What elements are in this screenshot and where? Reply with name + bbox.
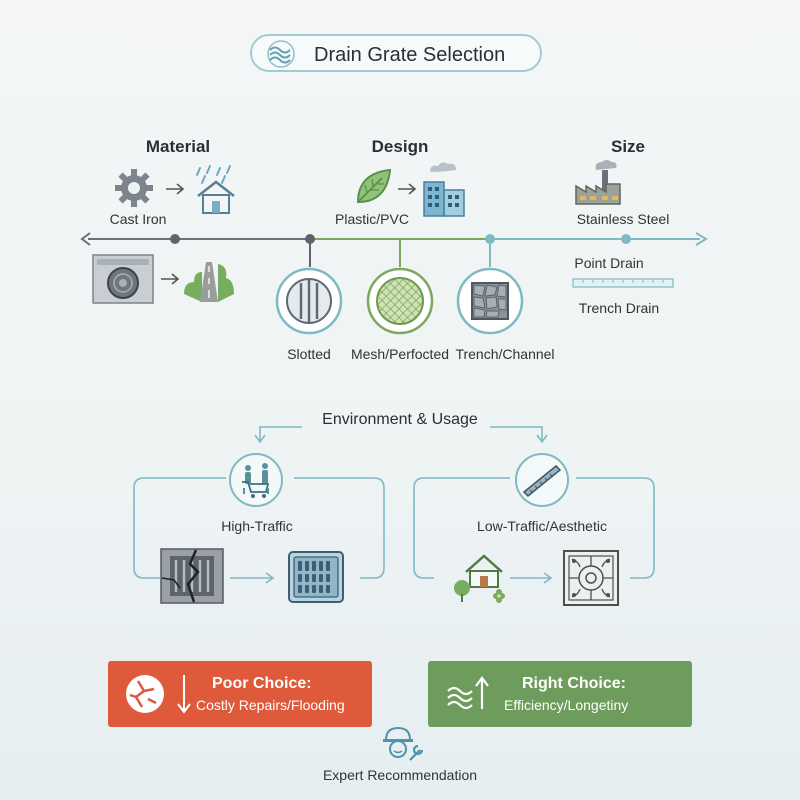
right-choice-box: Right Choice: Efficiency/Longetiny	[428, 661, 692, 727]
road-icon	[184, 262, 234, 302]
right-choice-title: Right Choice:	[522, 675, 626, 692]
title-pill: Drain Grate Selection	[250, 34, 542, 72]
page-title: Drain Grate Selection	[314, 44, 506, 66]
manhole-icon	[92, 254, 154, 304]
arrow-right-icon	[166, 183, 185, 195]
arrow-right-icon	[161, 273, 180, 285]
right-choice-subtitle: Efficiency/Longetiny	[504, 697, 629, 713]
mesh-grate-icon	[366, 267, 434, 335]
heading-material: Material	[145, 137, 211, 156]
rain-house-icon	[196, 165, 235, 214]
heading-size: Size	[610, 137, 646, 156]
poor-choice-title: Poor Choice:	[212, 675, 312, 692]
label-cast-iron: Cast Iron	[109, 211, 167, 227]
worker-icon	[383, 726, 424, 761]
channel-icon	[515, 453, 569, 507]
ornate-grate-icon	[563, 550, 619, 606]
house-icon	[454, 554, 505, 603]
label-plastic-pvc: Plastic/PVC	[335, 211, 409, 227]
label-point-drain: Point Drain	[574, 255, 644, 271]
stone-grate-icon	[456, 267, 524, 335]
slotted-grate-icon	[275, 267, 343, 335]
cracked-grate-icon	[160, 548, 224, 604]
label-low-traffic: Low-Traffic/Aesthetic	[477, 518, 607, 534]
label-trench-drain: Trench Drain	[578, 300, 660, 316]
footer-text: Expert Recommendation	[322, 767, 478, 783]
factory-icon	[423, 162, 465, 217]
leaf-icon	[356, 168, 392, 204]
poor-choice-subtitle: Costly Repairs/Flooding	[196, 697, 345, 713]
grate-connectors	[309, 239, 491, 267]
grate-type-label: Slotted	[287, 346, 331, 362]
waves-icon	[267, 40, 295, 68]
heading-environment: Environment & Usage	[322, 411, 478, 428]
label-high-traffic: High-Traffic	[221, 518, 293, 534]
grate-type-label: Mesh/Perfocted	[350, 346, 450, 362]
poor-choice-box: Poor Choice: Costly Repairs/Flooding	[108, 661, 372, 727]
environment-flow	[133, 426, 655, 584]
cracked-earth-icon	[126, 675, 164, 713]
factory-icon	[575, 160, 621, 205]
gear-icon	[115, 169, 153, 207]
shopping-people-icon	[229, 453, 283, 507]
arrow-right-icon	[398, 183, 417, 195]
arrow-down-icon	[177, 675, 191, 714]
label-stainless-steel: Stainless Steel	[576, 211, 670, 227]
grate-type-label: Trench/Channel	[455, 346, 555, 362]
square-grate-icon	[288, 551, 344, 603]
ruler-icon	[572, 278, 674, 288]
heading-design: Design	[371, 137, 429, 156]
waves-up-icon	[447, 676, 489, 710]
